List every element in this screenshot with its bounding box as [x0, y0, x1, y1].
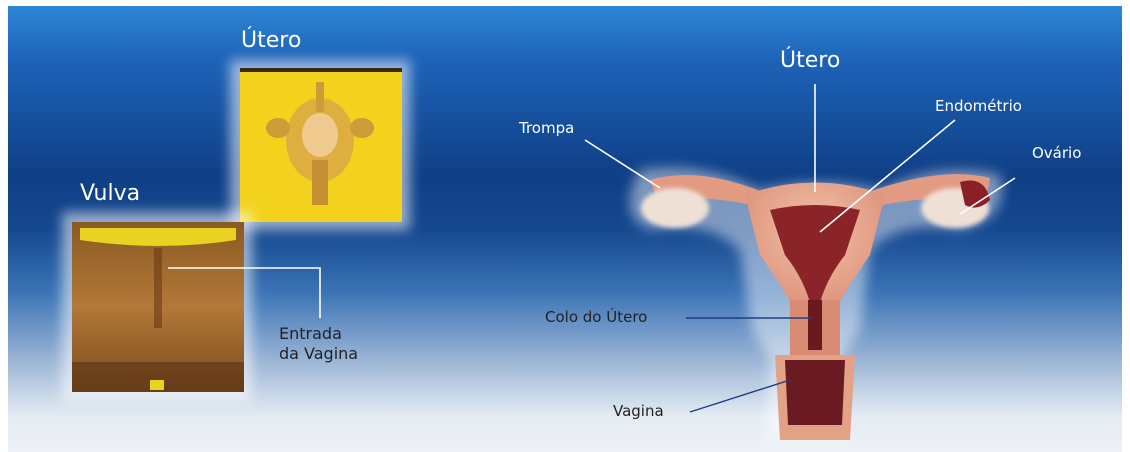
uterus-photo [230, 60, 410, 230]
cervix-label: Colo do Útero [545, 308, 647, 326]
vulva-photo [62, 212, 252, 402]
endometrium-label: Endométrio [935, 98, 1022, 115]
tube-pointer-line [585, 140, 660, 188]
right-uterus-title: Útero [780, 48, 840, 73]
vulva-title: Vulva [80, 181, 140, 206]
left-uterus-title: Útero [241, 28, 301, 53]
entrance-label-line1: Entrada [279, 324, 342, 343]
ovary-label: Ovário [1032, 145, 1081, 162]
uterus-anatomy [630, 168, 1002, 441]
tube-label: Trompa [519, 120, 574, 137]
vagina-label: Vagina [613, 402, 664, 420]
entrance-label-line2: da Vagina [279, 344, 358, 363]
